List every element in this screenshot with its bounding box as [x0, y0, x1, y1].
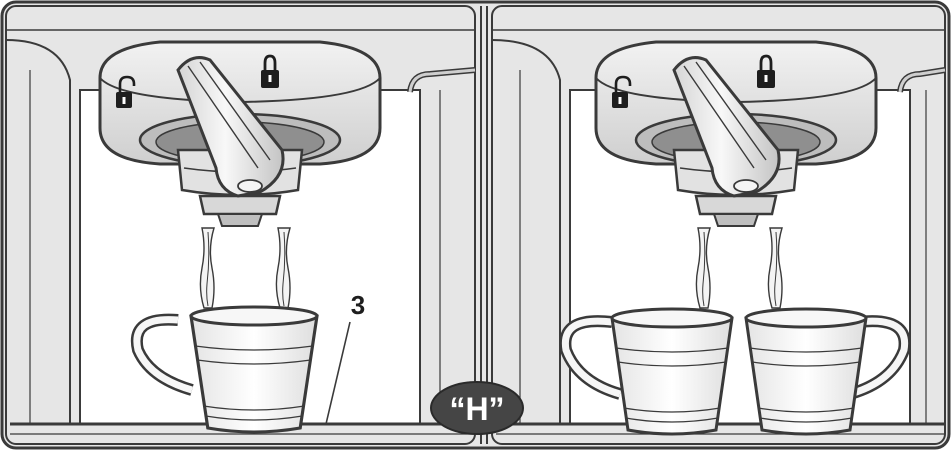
- right-panel: [492, 6, 945, 444]
- part-number-label: 3: [351, 290, 365, 320]
- left-panel: 3: [6, 6, 475, 444]
- figure-label-text: “H”: [449, 391, 504, 427]
- figure-label-badge: “H”: [431, 382, 523, 434]
